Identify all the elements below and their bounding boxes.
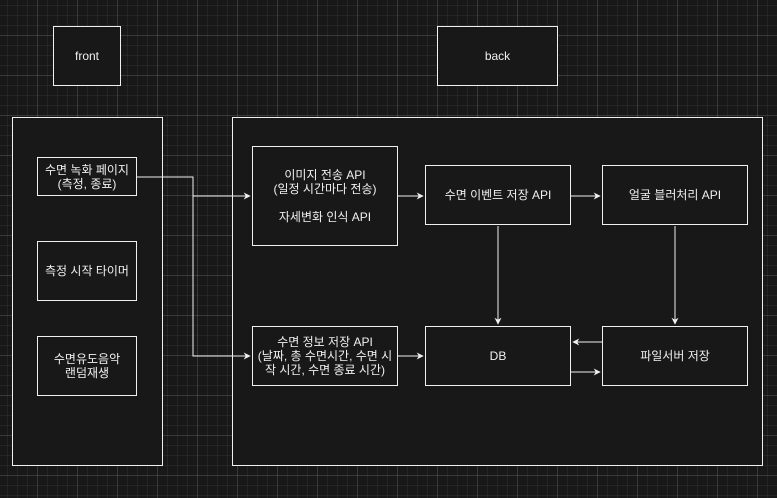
measure-timer-node[interactable]: 측정 시작 타이머 [37,241,137,301]
sleep-record-page-node[interactable]: 수면 녹화 페이지 (측정, 종료) [37,157,137,196]
front-label: front [53,26,121,86]
db-node[interactable]: DB [425,326,571,386]
face-blur-api-node[interactable]: 얼굴 블러처리 API [602,165,748,225]
sleep-music-node[interactable]: 수면유도음악 랜덤재생 [37,336,137,396]
back-label: back [437,26,558,86]
sleep-info-api-node[interactable]: 수면 정보 저장 API (날짜, 총 수면시간, 수면 시작 시간, 수면 종… [252,326,398,386]
sleep-event-api-node[interactable]: 수면 이벤트 저장 API [425,165,571,225]
image-api-node[interactable]: 이미지 전송 API (일정 시간마다 전송) 자세변화 인식 API [252,146,398,246]
file-server-node[interactable]: 파일서버 저장 [602,326,748,386]
